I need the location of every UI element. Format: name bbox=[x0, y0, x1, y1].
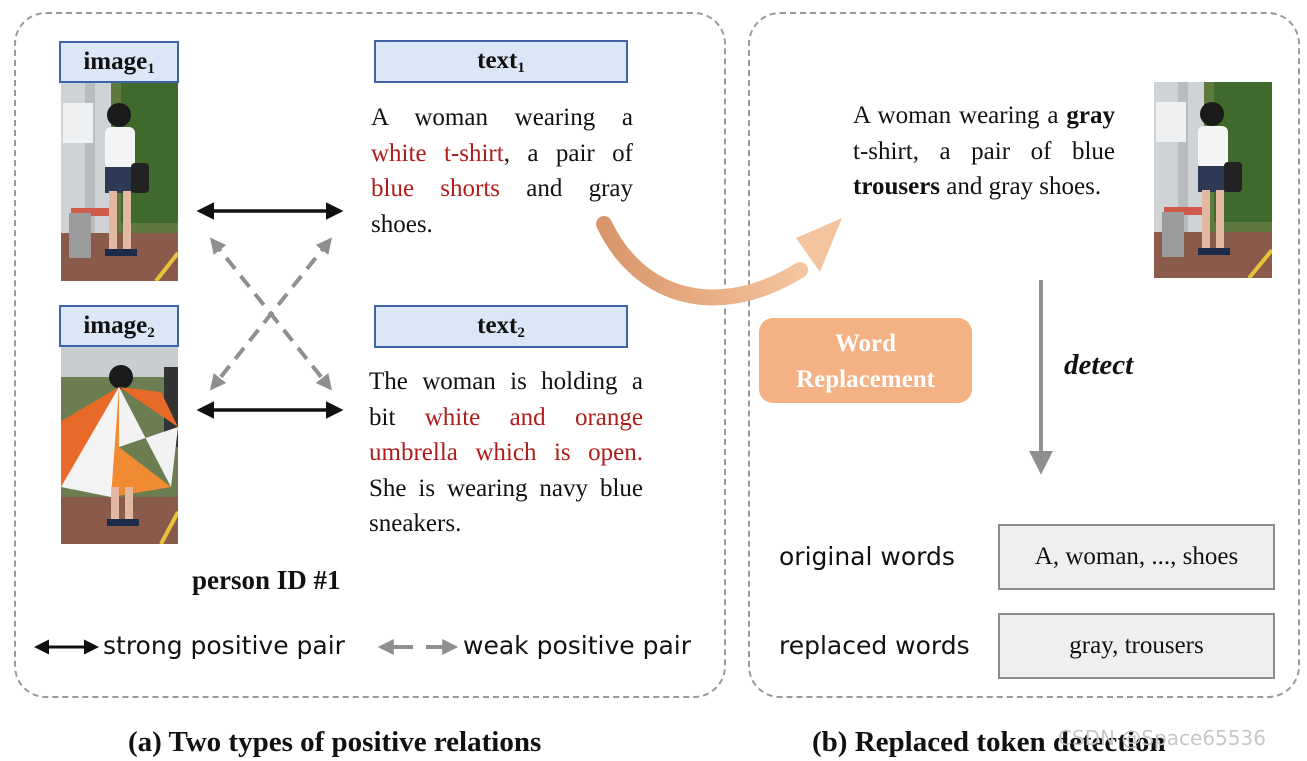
panel-positive-relations bbox=[14, 12, 726, 698]
replaced-words-label: replaced words bbox=[779, 631, 970, 660]
weak-arrow-cross-2 bbox=[210, 237, 332, 391]
text1-description: A woman wearing a white t-shirt, a pair … bbox=[371, 104, 633, 238]
word-replacement-box: Word Replacement bbox=[759, 318, 972, 403]
original-words-label: original words bbox=[779, 542, 955, 571]
panel-replaced-token-detection bbox=[748, 12, 1300, 698]
legend-weak-label: weak positive pair bbox=[463, 631, 691, 660]
text1-label: text1 bbox=[374, 40, 628, 83]
image2-photo bbox=[61, 347, 178, 544]
watermark: CSDN @Space65536 bbox=[1058, 726, 1266, 750]
image-b-photo bbox=[1154, 82, 1272, 278]
person-id: person ID #1 bbox=[192, 565, 341, 595]
replaced-words-box: gray, trousers bbox=[998, 613, 1275, 679]
caption-a: (a) Two types of positive relations bbox=[128, 726, 542, 758]
text2-label: text2 bbox=[374, 305, 628, 348]
word-replacement-line1: Word bbox=[834, 330, 897, 357]
word-replacement-line2: Replacement bbox=[796, 366, 935, 393]
image1-label: image1 bbox=[59, 41, 179, 83]
legend-strong-label: strong positive pair bbox=[103, 631, 345, 660]
replacement-curve-arrowhead bbox=[796, 218, 842, 272]
image1-photo bbox=[61, 83, 178, 281]
caption-b: (b) Replaced token detection bbox=[812, 726, 1166, 758]
text2-description: The woman is holding a bit white and ora… bbox=[369, 368, 643, 537]
image2-label: image2 bbox=[59, 305, 179, 347]
replaced-sentence: A woman wearing a gray t-shirt, a pair o… bbox=[853, 102, 1115, 200]
original-words-box: A, woman, ..., shoes bbox=[998, 524, 1275, 590]
replacement-curve-arrow bbox=[596, 216, 808, 306]
detect-label: detect bbox=[1064, 349, 1134, 381]
